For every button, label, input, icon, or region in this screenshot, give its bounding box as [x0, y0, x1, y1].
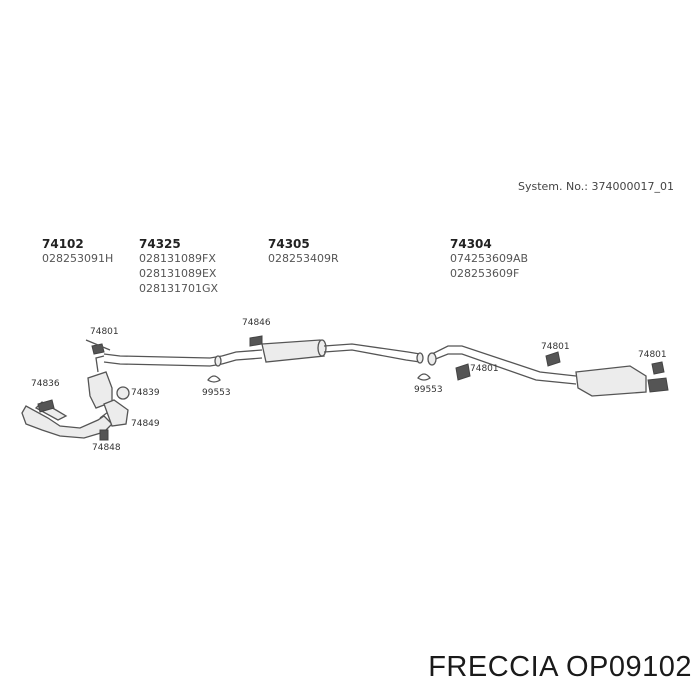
callout-label: 74836 [31, 379, 60, 389]
rear-muffler-74304 [427, 345, 669, 397]
gasket-74839 [116, 386, 130, 400]
callout-label: 74839 [131, 388, 160, 398]
gasket-74849 [103, 399, 129, 427]
part-ref: 028253409R [268, 252, 339, 265]
hanger-74801-tail [651, 361, 665, 375]
part-number: 74304 [450, 237, 492, 251]
clamp-99553-a [207, 375, 221, 383]
part-ref: 028131089EX [139, 267, 217, 280]
part-ref: 074253609AB [450, 252, 529, 265]
part-ref: 028131089FX [139, 252, 216, 265]
part-ref: 028253091H [42, 252, 114, 265]
intermediate-pipe [103, 349, 263, 367]
callout-label: 74801 [541, 342, 570, 352]
callout-label: 74848 [92, 443, 121, 453]
part-number: 74305 [268, 237, 310, 251]
clamp-74848 [99, 429, 109, 441]
hanger-74801-front [85, 339, 111, 355]
part-number: 74325 [139, 237, 181, 251]
center-muffler-74305 [261, 339, 424, 364]
hanger-74801-mid [455, 363, 471, 381]
clamp-74836 [37, 399, 55, 413]
part-ref: 028131701GX [139, 282, 219, 295]
footer-part-code: FRECCIA OP09102 [428, 651, 692, 683]
callout-label: 74801 [638, 350, 667, 360]
callout-label: 74801 [470, 364, 499, 374]
callout-label: 99553 [414, 385, 443, 395]
callout-label: 74801 [90, 327, 119, 337]
callout-label: 74849 [131, 419, 160, 429]
part-number: 74102 [42, 237, 84, 251]
system-number: System. No.: 374000017_01 [518, 180, 674, 193]
callout-label: 74846 [242, 318, 271, 328]
callout-label: 99553 [202, 388, 231, 398]
part-ref: 028253609F [450, 267, 520, 280]
clamp-99553-b [417, 373, 431, 381]
hanger-74846 [249, 335, 263, 347]
hanger-74801-rear [545, 351, 561, 367]
catalytic-converter-74325 [87, 355, 113, 409]
